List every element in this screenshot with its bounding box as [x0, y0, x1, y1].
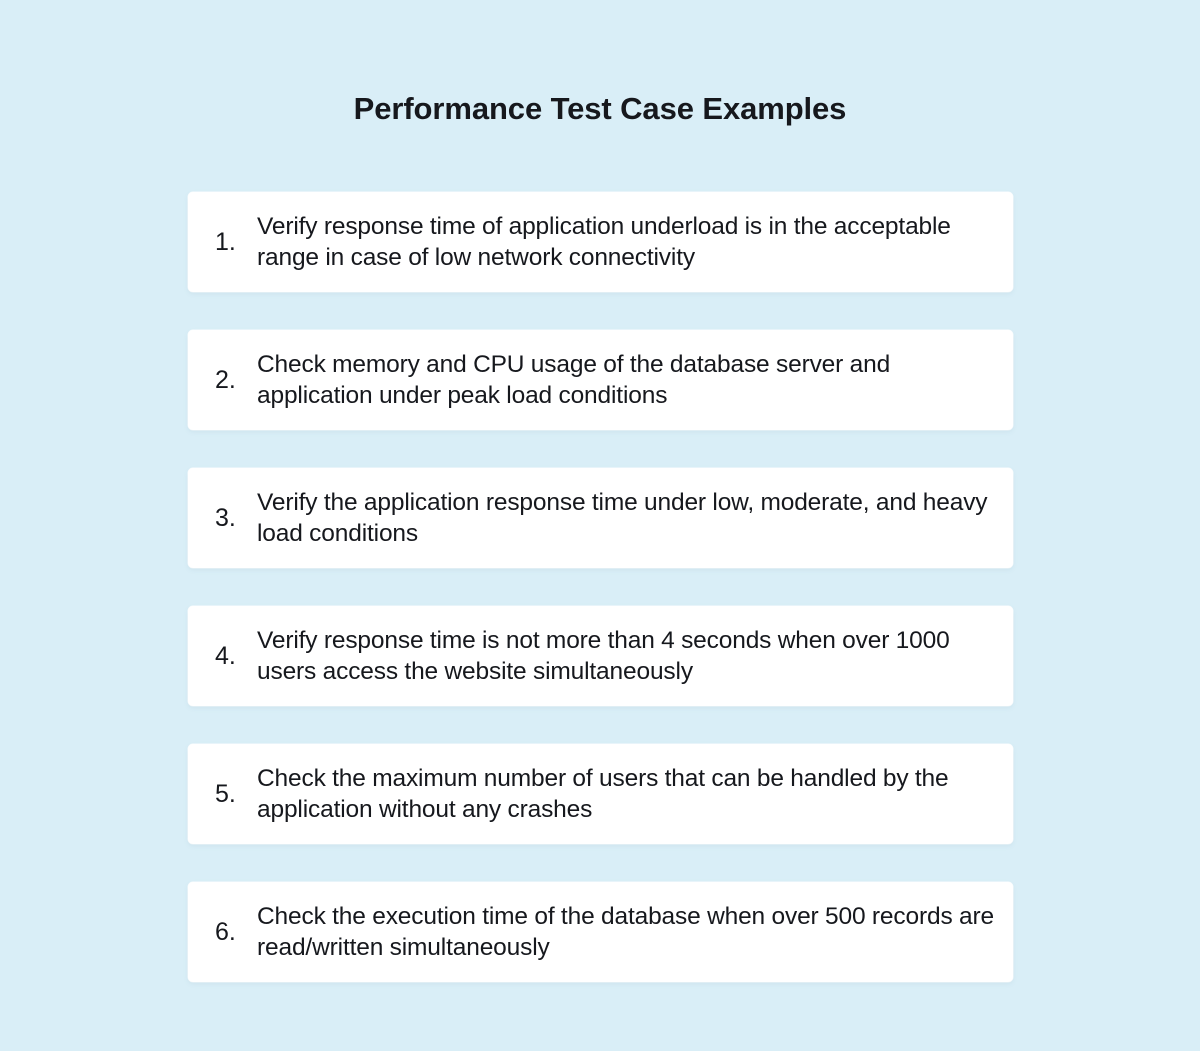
list-item: 2. Check memory and CPU usage of the dat… — [188, 330, 1013, 430]
page-title: Performance Test Case Examples — [353, 91, 847, 126]
list-item-number: 2. — [215, 365, 236, 394]
list-item: 3. Verify the application response time … — [188, 468, 1013, 568]
test-case-list: 1. Verify response time of application u… — [188, 192, 1013, 982]
list-item-number: 6. — [215, 917, 236, 946]
list-item-text: Check the execution time of the database… — [257, 902, 994, 961]
list-item-number: 1. — [215, 227, 236, 256]
list-item: 4. Verify response time is not more than… — [188, 606, 1013, 706]
list-item-number: 3. — [215, 503, 236, 532]
list-item: 5. Check the maximum number of users tha… — [188, 744, 1013, 844]
list-item: 6. Check the execution time of the datab… — [188, 882, 1013, 982]
list-item-text: Check the maximum number of users that c… — [257, 764, 949, 823]
list-item-text: Verify response time is not more than 4 … — [257, 626, 950, 685]
list-item-text: Verify the application response time und… — [257, 488, 988, 547]
list-item-text: Check memory and CPU usage of the databa… — [257, 350, 891, 409]
list-item-number: 5. — [215, 779, 236, 808]
list-item: 1. Verify response time of application u… — [188, 192, 1013, 292]
list-item-number: 4. — [215, 641, 236, 670]
list-item-text: Verify response time of application unde… — [257, 212, 951, 271]
